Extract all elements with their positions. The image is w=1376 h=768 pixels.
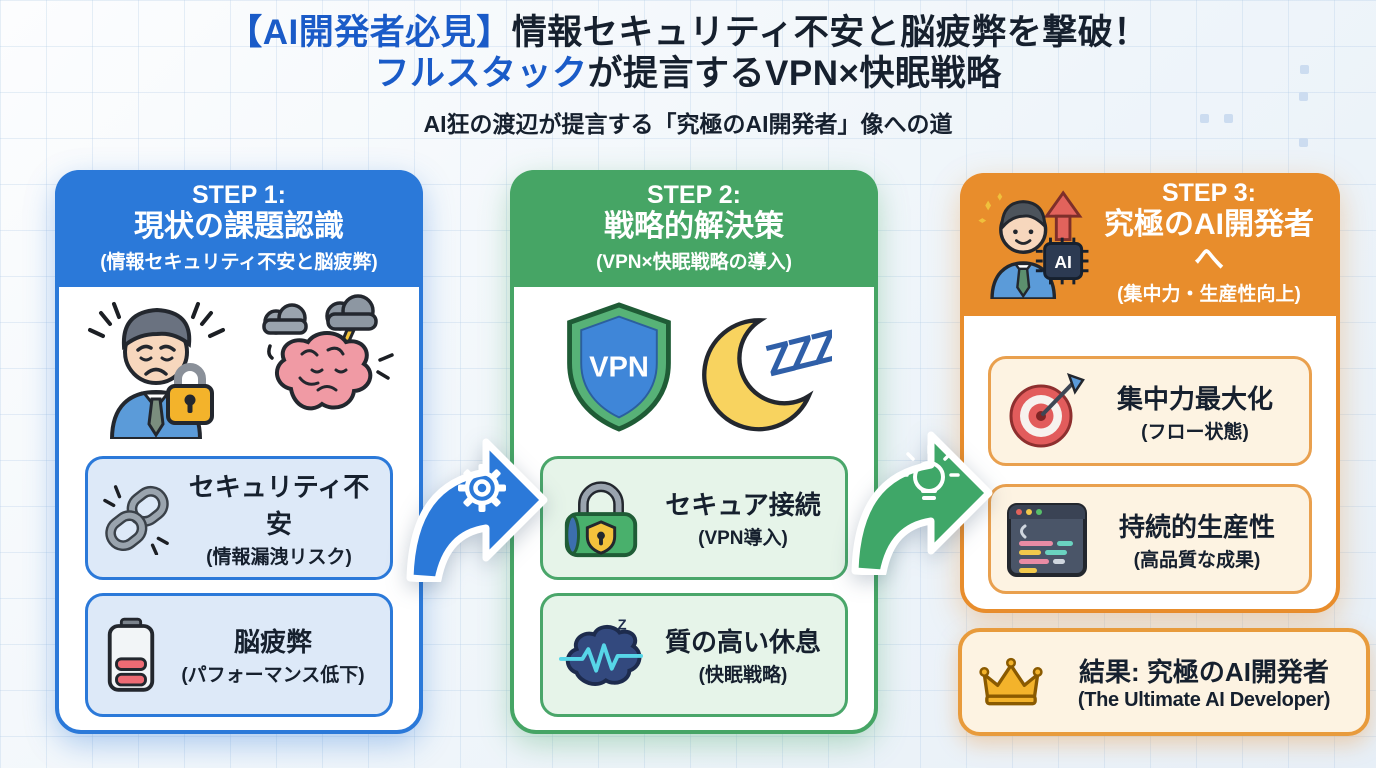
item-subtitle: (高品質な成果) (1133, 549, 1261, 571)
bg-accent-square (1299, 138, 1308, 147)
step3-header: AI STEP 3: 究極のAI開発者へ (集中力・生産性向上) (960, 173, 1340, 316)
vpn-shield-icon: VPN (556, 298, 682, 436)
item-subtitle: (VPN導入) (698, 528, 788, 549)
main-title-line2: フルスタックが提言するVPN×快眠戦略 (0, 53, 1376, 94)
step3-card: AI STEP 3: 究極のAI開発者へ (集中力・生産性向上) 集中力最大化 … (960, 173, 1340, 613)
step3-title: 究極のAI開発者へ (1104, 208, 1314, 276)
step2-header: STEP 2: 戦略的解決策 (VPN×快眠戦略の導入) (510, 170, 878, 287)
bg-accent-square (1300, 65, 1309, 74)
step1-label: STEP 1: (191, 181, 287, 209)
step2-item-rest: Z z 質の高い休息 (快眠戦略) (540, 592, 848, 717)
item-title: 集中力最大化 (1116, 383, 1273, 414)
ai-chip-label: AI (1054, 251, 1072, 271)
result-box: 結果: 究極のAI開発者 (The Ultimate AI Developer) (958, 628, 1370, 736)
item-subtitle: (パフォーマンス低下) (181, 665, 365, 686)
step1-subtitle: (情報セキュリティ不安と脳疲弊) (100, 251, 378, 273)
step2-item2-text: 質の高い休息 (快眠戦略) (655, 622, 831, 687)
step2-to-step3-arrow (843, 385, 993, 575)
step3-item2-text: 持続的生産性 (高品質な成果) (1099, 507, 1295, 572)
title-highlight-1: 【AI開発者必見】 (227, 13, 512, 52)
item-title: セキュリティ不安 (188, 471, 370, 539)
step1-item-security: セキュリティ不安 (情報漏洩リスク) (85, 455, 393, 580)
step2-item1-text: セキュア接続 (VPN導入) (655, 485, 831, 550)
item-subtitle: (フロー状態) (1141, 421, 1249, 443)
step1-icon-row (59, 291, 419, 443)
title-block: 【AI開発者必見】情報セキュリティ不安と脳疲弊を撃破！ フルスタックが提言するV… (0, 12, 1376, 139)
step2-label: STEP 2: (646, 181, 742, 209)
secure-lock-icon (557, 475, 645, 561)
title-highlight-2: フルスタック (374, 54, 588, 94)
sleep-moon-icon: ZZZ (696, 298, 832, 436)
step1-card: STEP 1: 現状の課題認識 (情報セキュリティ不安と脳疲弊) (55, 170, 423, 734)
step2-icon-row: VPN ZZZ (514, 291, 874, 443)
step1-item2-text: 脳疲弊 (パフォーマンス低下) (170, 622, 376, 687)
step2-card: STEP 2: 戦略的解決策 (VPN×快眠戦略の導入) VPN ZZZ (510, 170, 878, 734)
crown-icon (976, 652, 1046, 712)
stressed-person-icon (82, 294, 232, 439)
gear-icon (458, 464, 506, 512)
item-title: セキュア接続 (665, 490, 821, 520)
result-text: 結果: 究極のAI開発者 (The Ultimate AI Developer) (1056, 652, 1352, 712)
step1-to-step2-arrow (398, 392, 548, 582)
svg-text:Z: Z (618, 617, 627, 633)
sleep-brain-icon: Z z (557, 612, 645, 698)
storm-brain-icon (246, 294, 396, 439)
zzz-label: ZZZ (761, 321, 832, 386)
subtitle: AI狂の渡辺が提言する「究極のAI開発者」像への道 (423, 110, 953, 137)
result-title: 結果: 究極のAI開発者 (1079, 657, 1329, 687)
broken-chain-icon (102, 481, 172, 555)
step3-item1-text: 集中力最大化 (フロー状態) (1095, 379, 1295, 444)
lightbulb-icon (898, 444, 960, 500)
result-subtitle: (The Ultimate AI Developer) (1077, 689, 1331, 711)
step1-header: STEP 1: 現状の課題認識 (情報セキュリティ不安と脳疲弊) (55, 170, 423, 287)
step1-item1-text: セキュリティ不安 (情報漏洩リスク) (182, 467, 376, 569)
item-title: 質の高い休息 (664, 627, 821, 657)
item-title: 持続的生産性 (1118, 511, 1275, 542)
step3-label: STEP 3: (1161, 179, 1257, 207)
step3-header-text: STEP 3: 究極のAI開発者へ (集中力・生産性向上) (1090, 179, 1328, 306)
item-title: 脳疲弊 (233, 627, 312, 657)
main-title-line1: 【AI開発者必見】情報セキュリティ不安と脳疲弊を撃破！ (0, 12, 1376, 53)
item-subtitle: (快眠戦略) (698, 665, 788, 686)
title-rest-1: 情報セキュリティ不安と脳疲弊を撃破！ (511, 13, 1149, 52)
step2-item-secure: セキュア接続 (VPN導入) (540, 455, 848, 580)
bg-accent-square (1224, 114, 1233, 123)
title-rest-2: が提言するVPN×快眠戦略 (587, 54, 1002, 94)
step3-item-focus: 集中力最大化 (フロー状態) (988, 356, 1312, 466)
step1-title: 現状の課題認識 (134, 210, 344, 243)
bg-accent-square (1299, 92, 1308, 101)
low-battery-icon (102, 615, 160, 695)
item-subtitle: (情報漏洩リスク) (206, 546, 352, 568)
step2-subtitle: (VPN×快眠戦略の導入) (596, 251, 792, 273)
vpn-label: VPN (589, 351, 649, 383)
target-icon (1005, 371, 1085, 451)
ai-developer-avatar-icon: AI (972, 187, 1090, 299)
step1-item-fatigue: 脳疲弊 (パフォーマンス低下) (85, 592, 393, 717)
code-window-icon (1005, 499, 1089, 579)
step3-item-productivity: 持続的生産性 (高品質な成果) (988, 484, 1312, 594)
step2-title: 戦略的解決策 (604, 210, 784, 243)
bg-accent-square (1200, 114, 1209, 123)
step3-subtitle: (集中力・生産性向上) (1117, 284, 1301, 305)
